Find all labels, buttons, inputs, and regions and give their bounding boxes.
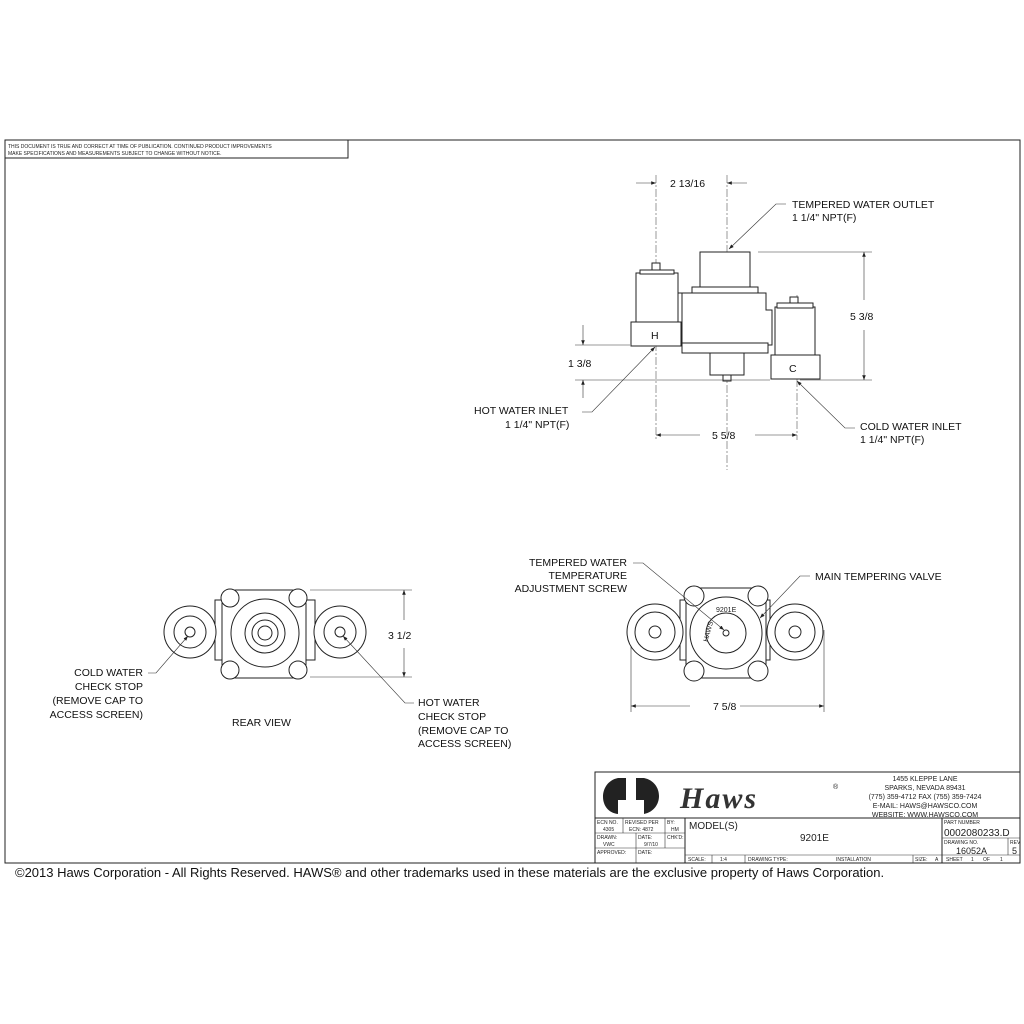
haws-logo: Haws ®: [603, 778, 839, 815]
svg-text:DATE:: DATE:: [638, 835, 652, 841]
svg-text:SIZE:: SIZE:: [915, 857, 928, 863]
svg-text:CHECK STOP: CHECK STOP: [418, 711, 486, 723]
svg-text:HOT WATER: HOT WATER: [418, 697, 480, 709]
svg-text:HOT WATER INLET: HOT WATER INLET: [474, 405, 569, 417]
svg-text:REVISED PER: REVISED PER: [625, 820, 659, 826]
svg-text:4305: 4305: [603, 827, 614, 833]
dim-front-width: 7 5/8: [713, 701, 737, 713]
svg-text:MODEL(S): MODEL(S): [689, 821, 738, 832]
drawing-number: 16052A: [956, 846, 987, 856]
dim-inlet-height: 1 3/8: [568, 358, 592, 370]
svg-text:1:4: 1:4: [720, 857, 727, 863]
svg-text:REV: REV: [1010, 840, 1021, 846]
svg-text:®: ®: [833, 783, 839, 791]
svg-text:SHEET: SHEET: [946, 857, 963, 863]
svg-text:DRAWN:: DRAWN:: [597, 835, 617, 841]
svg-text:HM: HM: [671, 827, 679, 833]
svg-text:1: 1: [971, 857, 974, 863]
svg-text:MAIN TEMPERING VALVE: MAIN TEMPERING VALVE: [815, 571, 942, 583]
svg-text:APPROVED:: APPROVED:: [597, 850, 626, 856]
svg-text:VWC: VWC: [603, 842, 615, 848]
rear-view-title: REAR VIEW: [232, 717, 291, 729]
svg-text:A: A: [935, 857, 939, 863]
dim-inlet-spacing: 5 5/8: [712, 430, 736, 442]
top-view: 2 13/16 H C 5 3/8 1 3/8 5 5/8: [474, 175, 962, 470]
svg-text:(REMOVE CAP TO: (REMOVE CAP TO: [53, 695, 143, 707]
svg-text:CHECK STOP: CHECK STOP: [75, 681, 143, 693]
svg-text:COLD WATER INLET: COLD WATER INLET: [860, 421, 962, 433]
svg-text:1 1/4" NPT(F): 1 1/4" NPT(F): [860, 434, 924, 446]
svg-text:H: H: [651, 330, 659, 342]
svg-text:ADJUSTMENT SCREW: ADJUSTMENT SCREW: [515, 583, 627, 595]
svg-text:OF: OF: [983, 857, 990, 863]
svg-text:SCALE:: SCALE:: [688, 857, 706, 863]
svg-text:9201E: 9201E: [716, 607, 737, 614]
svg-text:INSTALLATION: INSTALLATION: [836, 857, 871, 863]
copyright: ©2013 Haws Corporation - All Rights Rese…: [15, 865, 884, 880]
svg-text:ACCESS SCREEN): ACCESS SCREEN): [418, 738, 511, 750]
rear-view: 3 1/2 COLD WATER CHECK STOP (REMOVE CAP …: [50, 588, 511, 750]
hot-inlet: [630, 321, 682, 347]
svg-text:1455 KLEPPE LANE: 1455 KLEPPE LANE: [893, 776, 958, 783]
svg-text:PART NUMBER: PART NUMBER: [944, 820, 980, 826]
svg-text:Haws: Haws: [679, 782, 758, 815]
svg-text:1 1/4" NPT(F): 1 1/4" NPT(F): [792, 212, 856, 224]
svg-text:ACCESS SCREEN): ACCESS SCREEN): [50, 709, 143, 721]
front-view: 9201E HAWS 7 5/8 TEMPERED WATER TEMPERAT…: [515, 557, 942, 713]
dim-rear-height: 3 1/2: [388, 630, 412, 642]
svg-text:DRAWING NO.: DRAWING NO.: [944, 840, 978, 846]
svg-text:SPARKS, NEVADA 89431: SPARKS, NEVADA 89431: [884, 785, 965, 792]
svg-text:E-MAIL: HAWS@HAWSCO.COM: E-MAIL: HAWS@HAWSCO.COM: [873, 803, 978, 810]
cold-inlet: [770, 354, 821, 380]
svg-text:TEMPERATURE: TEMPERATURE: [548, 570, 627, 582]
notice-box: THIS DOCUMENT IS TRUE AND CORRECT AT TIM…: [4, 139, 349, 159]
svg-text:THIS DOCUMENT IS TRUE AND CORR: THIS DOCUMENT IS TRUE AND CORRECT AT TIM…: [8, 144, 272, 150]
part-number: 0002080233.D: [944, 828, 1010, 839]
sheet-border: [4, 139, 1021, 864]
dim-height: 5 3/8: [850, 311, 874, 323]
dim-outlet-offset: 2 13/16: [670, 178, 705, 190]
svg-text:CHK'D:: CHK'D:: [667, 835, 684, 841]
svg-text:1: 1: [1000, 857, 1003, 863]
svg-text:DATE:: DATE:: [638, 850, 652, 856]
svg-text:ECN: 4872: ECN: 4872: [629, 827, 654, 833]
svg-text:TEMPERED WATER OUTLET: TEMPERED WATER OUTLET: [792, 199, 935, 211]
model-number: 9201E: [800, 833, 829, 844]
svg-text:5: 5: [1012, 846, 1017, 856]
svg-text:TEMPERED WATER: TEMPERED WATER: [529, 557, 627, 569]
svg-text:C: C: [789, 363, 797, 375]
svg-text:MAKE SPECIFICATIONS AND MEASUR: MAKE SPECIFICATIONS AND MEASUREMENTS SUB…: [8, 151, 221, 157]
svg-text:ECN NO.: ECN NO.: [597, 820, 618, 826]
svg-text:BY:: BY:: [667, 820, 675, 826]
svg-text:9/7/10: 9/7/10: [644, 842, 658, 848]
title-block: Haws ® 1455 KLEPPE LANE SPARKS, NEVADA 8…: [594, 771, 1021, 864]
svg-text:DRAWING TYPE:: DRAWING TYPE:: [748, 857, 788, 863]
svg-text:COLD WATER: COLD WATER: [74, 667, 143, 679]
svg-text:WEBSITE: WWW.HAWSCO.COM: WEBSITE: WWW.HAWSCO.COM: [872, 812, 978, 819]
svg-text:(REMOVE CAP TO: (REMOVE CAP TO: [418, 725, 508, 737]
svg-text:1 1/4" NPT(F): 1 1/4" NPT(F): [505, 419, 569, 431]
svg-text:(775) 359-4712 FAX (755) 359-: (775) 359-4712 FAX (755) 359-7424: [869, 794, 982, 801]
